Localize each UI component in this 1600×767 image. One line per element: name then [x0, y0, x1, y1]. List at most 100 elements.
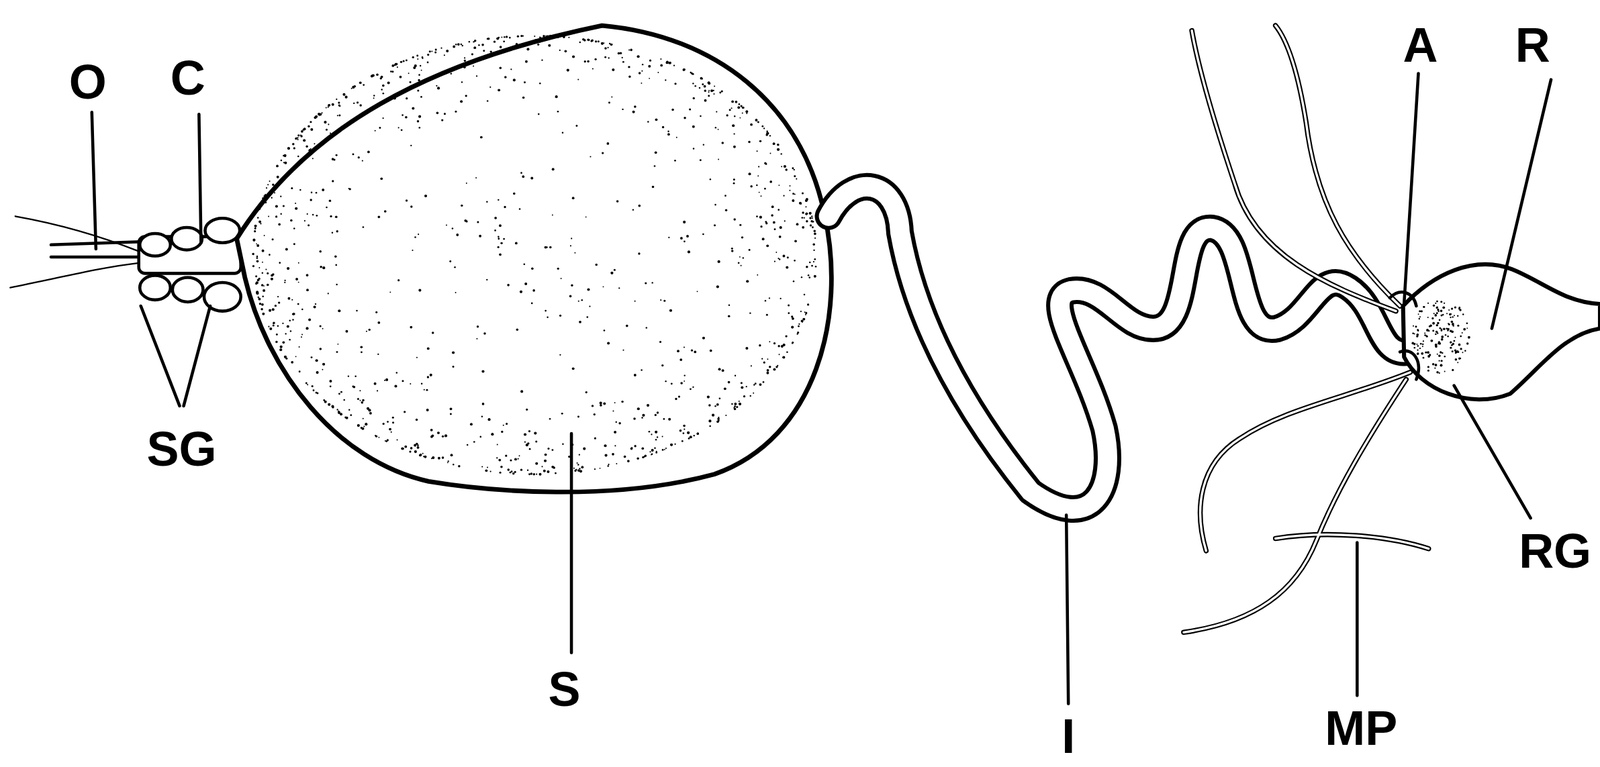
- stipple-dot: [516, 328, 519, 332]
- salivary-gland: [172, 277, 204, 302]
- stipple-dot: [617, 52, 621, 56]
- stipple-dot: [621, 57, 624, 59]
- stipple-dot: [541, 465, 543, 468]
- stipple-dot: [374, 130, 376, 132]
- stipple-dot: [449, 413, 452, 416]
- stipple-dot: [728, 304, 730, 307]
- stipple-dot: [478, 234, 482, 238]
- stipple-dot: [359, 400, 362, 402]
- stipple-dot: [692, 82, 694, 84]
- stipple-dot: [591, 404, 594, 407]
- stipple-dot: [632, 110, 636, 114]
- stipple-dot: [322, 328, 324, 330]
- stipple-dot: [784, 220, 786, 222]
- stipple-dot: [774, 228, 777, 231]
- stipple-dot: [1449, 330, 1452, 333]
- stipple-dot: [669, 309, 673, 313]
- stipple-dot: [766, 132, 769, 135]
- stipple-dot: [512, 192, 516, 196]
- stipple-dot: [779, 298, 781, 300]
- stipple-dot: [1414, 347, 1417, 350]
- stipple-dot: [318, 112, 322, 116]
- stipple-dot: [717, 260, 721, 264]
- stipple-dot: [647, 120, 649, 123]
- stipple-dot: [776, 148, 780, 152]
- stipple-dot: [447, 461, 449, 464]
- stipple-dot: [254, 224, 258, 228]
- stipple-dot: [707, 396, 710, 399]
- stipple-dot: [607, 46, 609, 49]
- stipple-dot: [551, 214, 554, 216]
- stipple-dot: [361, 159, 364, 162]
- stipple-dot: [608, 57, 610, 59]
- stipple-dot: [1454, 337, 1456, 339]
- stipple-dot: [653, 447, 656, 450]
- stipple-dot: [641, 70, 643, 72]
- stipple-dot: [264, 194, 267, 197]
- stipple-dot: [273, 192, 276, 194]
- stipple-dot: [559, 314, 562, 317]
- stipple-dot: [716, 285, 720, 289]
- stipple-dot: [392, 416, 395, 419]
- stipple-dot: [1442, 328, 1446, 332]
- stipple-dot: [435, 49, 437, 52]
- stipple-dot: [523, 81, 526, 84]
- stipple-dot: [498, 224, 502, 227]
- stipple-dot: [461, 44, 464, 47]
- stipple-dot: [777, 143, 779, 146]
- stipple-dot: [368, 328, 371, 332]
- stipple-dot: [611, 453, 615, 456]
- stipple-dot: [623, 455, 627, 459]
- stipple-dot: [689, 435, 693, 439]
- stipple-dot: [769, 180, 773, 184]
- stipple-dot: [614, 445, 616, 447]
- stipple-dot: [288, 339, 291, 342]
- stipple-dot: [263, 234, 266, 237]
- stipple-dot: [577, 463, 579, 466]
- stipple-dot: [401, 114, 404, 117]
- stipple-dot: [554, 472, 556, 475]
- salivary-gland: [139, 275, 171, 300]
- stipple-dot: [1437, 343, 1439, 345]
- stipple-dot: [324, 400, 327, 404]
- stipple-dot: [578, 300, 580, 303]
- stipple-dot: [659, 341, 662, 344]
- stipple-dot: [258, 277, 261, 280]
- stipple-dot: [489, 86, 491, 88]
- stipple-dot: [790, 325, 794, 329]
- stipple-dot: [463, 57, 466, 59]
- stipple-dot: [681, 440, 684, 443]
- stipple-dot: [271, 197, 273, 199]
- stipple-dot: [496, 443, 499, 446]
- stipple-dot: [693, 435, 695, 437]
- stipple-dot: [749, 395, 752, 397]
- stipple-dot: [606, 342, 610, 346]
- stipple-dot: [486, 467, 489, 469]
- stipple-dot: [581, 299, 583, 301]
- stipple-dot: [600, 42, 604, 45]
- stipple-dot: [509, 472, 512, 475]
- stipple-dot: [417, 233, 419, 235]
- stipple-dot: [387, 81, 391, 85]
- stipple-dot: [774, 260, 776, 262]
- stipple-dot: [608, 42, 611, 45]
- stipple-dot: [1436, 333, 1439, 335]
- stipple-dot: [614, 402, 616, 404]
- stipple-dot: [437, 86, 440, 90]
- stipple-dot: [814, 237, 816, 240]
- stipple-dot: [359, 345, 363, 349]
- stipple-dot: [571, 443, 574, 446]
- stipple-dot: [1424, 351, 1427, 354]
- stipple-dot: [707, 81, 711, 84]
- stipple-dot: [664, 449, 666, 451]
- stipple-dot: [768, 297, 771, 299]
- stipple-dot: [1436, 322, 1439, 325]
- stipple-dot: [750, 365, 752, 367]
- stipple-dot: [352, 153, 355, 156]
- stipple-dot: [628, 49, 630, 51]
- stipple-dot: [791, 167, 794, 170]
- stipple-dot: [430, 435, 434, 439]
- stipple-dot: [727, 381, 731, 385]
- stipple-dot: [756, 150, 759, 152]
- stipple-dot: [551, 449, 554, 452]
